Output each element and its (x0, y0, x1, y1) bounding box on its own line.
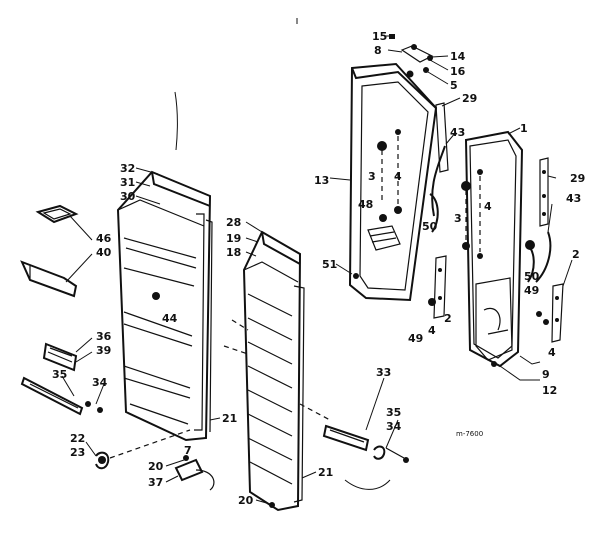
callout-5: 5 (450, 79, 458, 92)
callout-43-left: 43 (450, 126, 465, 139)
callout-13: 13 (314, 174, 329, 187)
callout-35-left: 35 (52, 368, 67, 381)
loose-left-parts (20, 204, 103, 416)
callout-51: 51 (322, 258, 337, 271)
callout-32: 32 (120, 162, 135, 175)
callout-50-left: 50 (422, 220, 438, 233)
callout-49-right: 49 (524, 284, 539, 297)
callout-30: 30 (120, 190, 136, 203)
callout-16: 16 (450, 65, 466, 78)
callout-8: 8 (374, 44, 382, 57)
callout-33: 33 (376, 366, 391, 379)
bottom-right-parts (299, 403, 409, 463)
callout-34-left: 34 (92, 376, 108, 389)
callout-4-freezer: 4 (394, 170, 402, 183)
callout-12: 12 (542, 384, 557, 397)
callout-9: 9 (542, 368, 550, 381)
callout-1: 1 (520, 122, 528, 135)
callout-34-right: 34 (386, 420, 402, 433)
callout-37: 37 (148, 476, 163, 489)
callout-labels: 15 8 14 16 5 29 43 1 13 3 4 48 50 3 4 29… (52, 30, 585, 507)
fresh-food-door-liner (223, 230, 305, 512)
callout-36: 36 (96, 330, 112, 343)
right-hinge-hardware (433, 157, 564, 343)
callout-2-left: 2 (444, 312, 452, 325)
stray-mark (344, 479, 391, 490)
callout-48: 48 (358, 198, 373, 211)
callout-23: 23 (70, 446, 85, 459)
callout-14: 14 (450, 50, 466, 63)
leader-lines (61, 35, 573, 505)
diagram-code: m-7600 (456, 430, 483, 438)
callout-21-refrigerator: 21 (318, 466, 333, 479)
callout-28: 28 (226, 216, 241, 229)
callout-4-refrigerator: 4 (484, 200, 492, 213)
callout-19: 19 (226, 232, 241, 245)
callout-49-left: 49 (408, 332, 423, 345)
callout-18: 18 (226, 246, 241, 259)
callout-20-bottom: 20 (238, 494, 254, 507)
callout-50-right: 50 (524, 270, 540, 283)
freezer-door-liner (116, 170, 213, 442)
callout-29-right: 29 (570, 172, 585, 185)
top-hinge-hardware (389, 34, 449, 173)
stray-mark (174, 91, 178, 151)
callout-35-right: 35 (386, 406, 401, 419)
callout-21-freezer: 21 (222, 412, 237, 425)
callout-3-refrigerator: 3 (454, 212, 462, 225)
callout-15: 15 (372, 30, 387, 43)
callout-20-left: 20 (148, 460, 164, 473)
callout-39: 39 (96, 344, 111, 357)
callout-7: 7 (184, 444, 192, 457)
callout-2-right: 2 (572, 248, 580, 261)
callout-44: 44 (162, 312, 178, 325)
bottom-hinge-hardware (95, 429, 275, 508)
callout-4-lower-right: 4 (548, 346, 556, 359)
callout-4-lower-left: 4 (428, 324, 436, 337)
fresh-food-door-outer-panel (464, 130, 524, 368)
callout-40: 40 (96, 246, 112, 259)
callout-43-right: 43 (566, 192, 581, 205)
callout-3-freezer: 3 (368, 170, 376, 183)
callout-22: 22 (70, 432, 85, 445)
freezer-door-outer-panel (348, 62, 438, 302)
screws (353, 129, 549, 367)
callout-29-top: 29 (462, 92, 477, 105)
callout-31: 31 (120, 176, 135, 189)
callout-46: 46 (96, 232, 112, 245)
